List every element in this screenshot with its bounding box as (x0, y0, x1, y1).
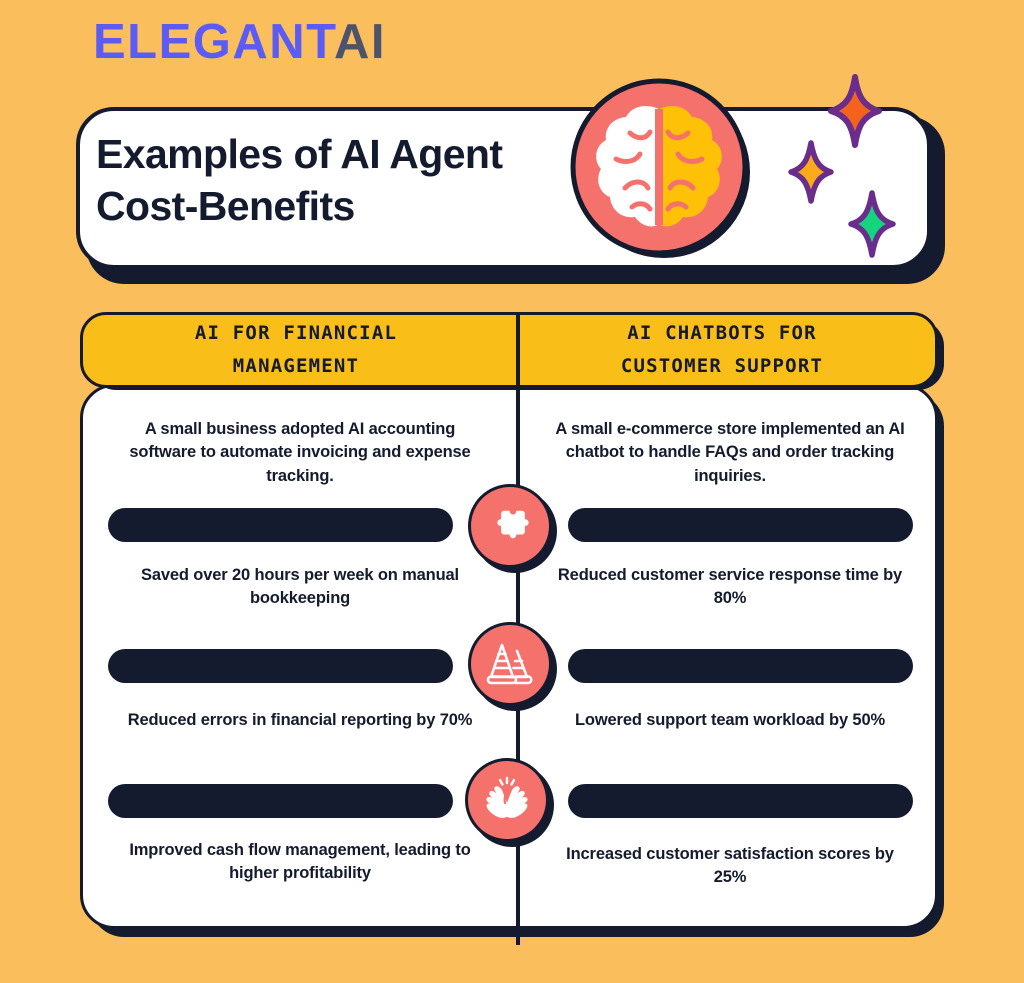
sparkle-amber-icon (788, 140, 834, 204)
center-badge-clap (465, 758, 554, 847)
column-chatbots: A small e-commerce store implemented an … (518, 384, 948, 929)
brand-name-secondary: AI (333, 15, 386, 69)
traffic-cones-icon (486, 643, 533, 685)
sparkle-green-icon (848, 190, 896, 258)
benefit-item: Improved cash flow management, leading t… (129, 841, 471, 883)
column-header-chatbots: AI CHATBOTS FOR CUSTOMER SUPPORT (620, 321, 824, 377)
benefit-item: Reduced customer service response time b… (557, 566, 903, 608)
brain-icon (570, 78, 750, 258)
separator-pill (568, 508, 913, 542)
benefit-item: Lowered support team workload by 50% (574, 711, 885, 729)
separator-pill (568, 784, 913, 818)
brand-logo: ELEGANTAI (93, 18, 386, 67)
benefit-item: Reduced errors in financial reporting by… (127, 711, 473, 729)
sparkle-orange-icon (828, 74, 882, 148)
brain-badge (568, 76, 754, 262)
puzzle-piece-icon (497, 510, 529, 539)
column-intro-text: A small e-commerce store implemented an … (555, 420, 905, 485)
column-financial: A small business adopted AI accounting s… (80, 384, 510, 929)
separator-pill (568, 649, 913, 683)
badge-circle (465, 758, 549, 842)
benefit-item: Increased customer satisfaction scores b… (566, 845, 894, 887)
separator-pill (108, 508, 453, 542)
benefit-item: Saved over 20 hours per week on manual b… (140, 566, 459, 608)
center-badge-puzzle (468, 484, 557, 573)
column-header-financial: AI FOR FINANCIAL MANAGEMENT (194, 321, 398, 377)
title-card (76, 107, 931, 269)
clapping-hands-icon (486, 776, 528, 818)
brand-name-primary: ELEGANT (93, 15, 334, 69)
badge-circle (468, 484, 552, 568)
column-intro-text: A small business adopted AI accounting s… (129, 420, 471, 485)
page-title: Examples of AI Agent Cost-Benefits (96, 131, 503, 230)
separator-pill (108, 784, 453, 818)
separator-pill (108, 649, 453, 683)
badge-circle (468, 622, 552, 706)
column-header-bar: AI FOR FINANCIAL MANAGEMENT AI CHATBOTS … (80, 312, 938, 388)
center-badge-cones (468, 622, 557, 711)
